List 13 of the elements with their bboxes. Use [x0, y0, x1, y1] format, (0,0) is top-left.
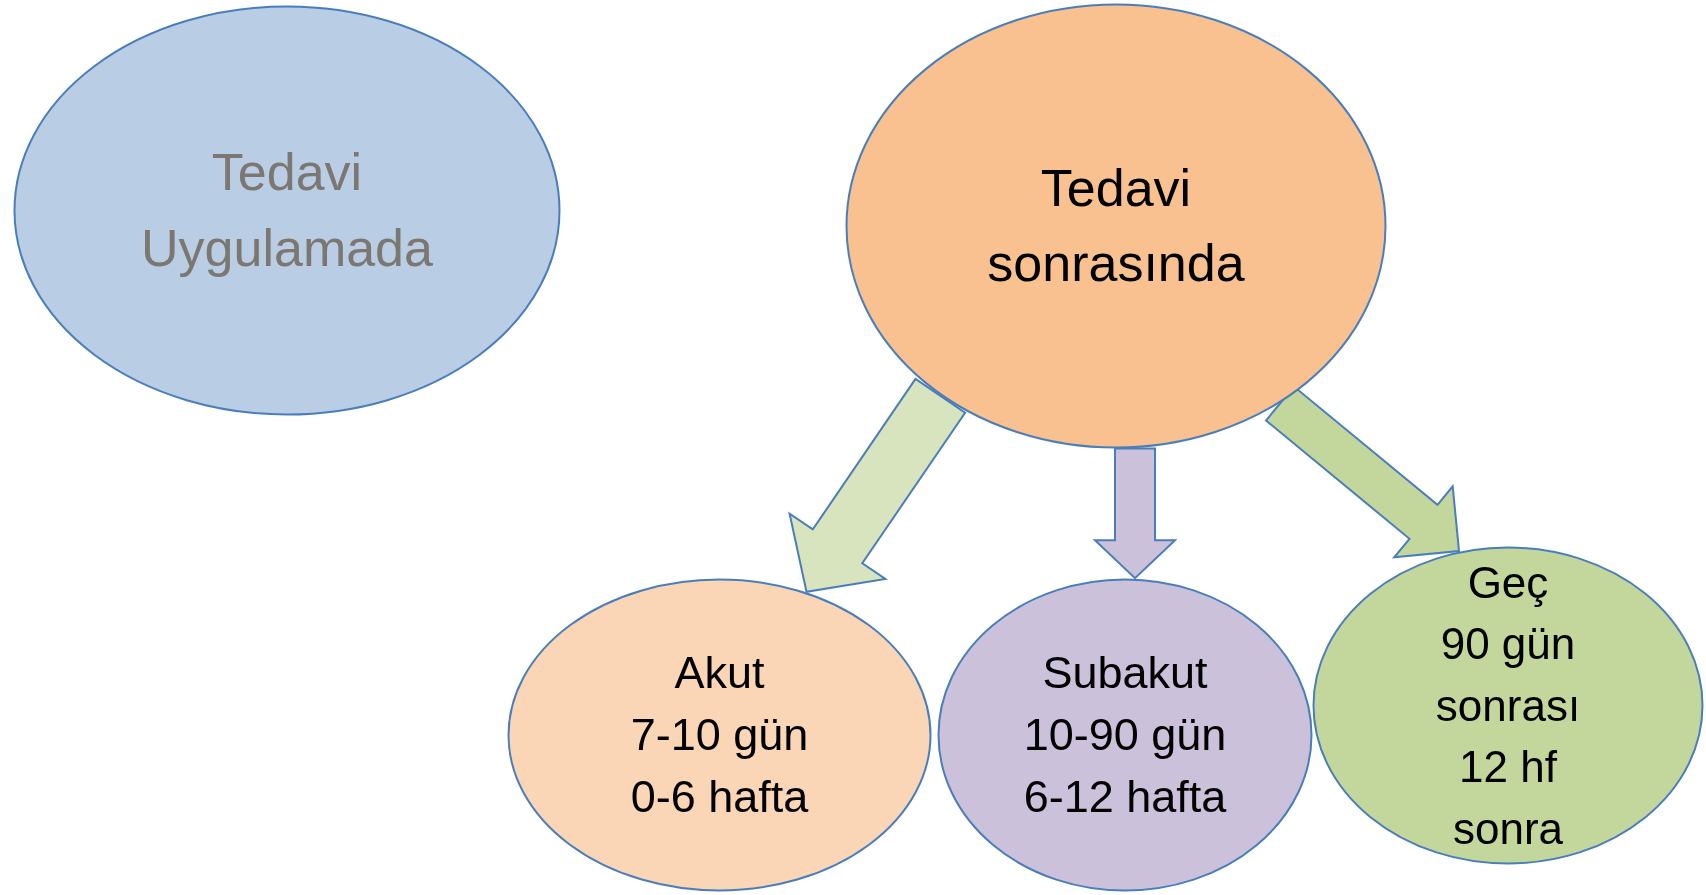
node-label: 7-10 gün [630, 707, 809, 762]
node-label: Tedavi sonrasında [986, 157, 1246, 294]
node-label: 10-90 gün [1023, 707, 1227, 762]
block-arrow [788, 377, 967, 593]
node-label: Akut [674, 645, 765, 700]
node-label: Tedavi Uygulamada [140, 142, 434, 279]
node-label: 0-6 hafta [630, 770, 809, 825]
node-label: 12 hf sonra [1451, 741, 1565, 855]
block-arrow [1092, 447, 1178, 580]
node-label: Subakut [1042, 645, 1208, 700]
node-label: 6-12 hafta [1023, 770, 1227, 825]
node-label: Geç [1467, 556, 1549, 609]
node-label: 90 gün sonrası [1434, 618, 1582, 732]
